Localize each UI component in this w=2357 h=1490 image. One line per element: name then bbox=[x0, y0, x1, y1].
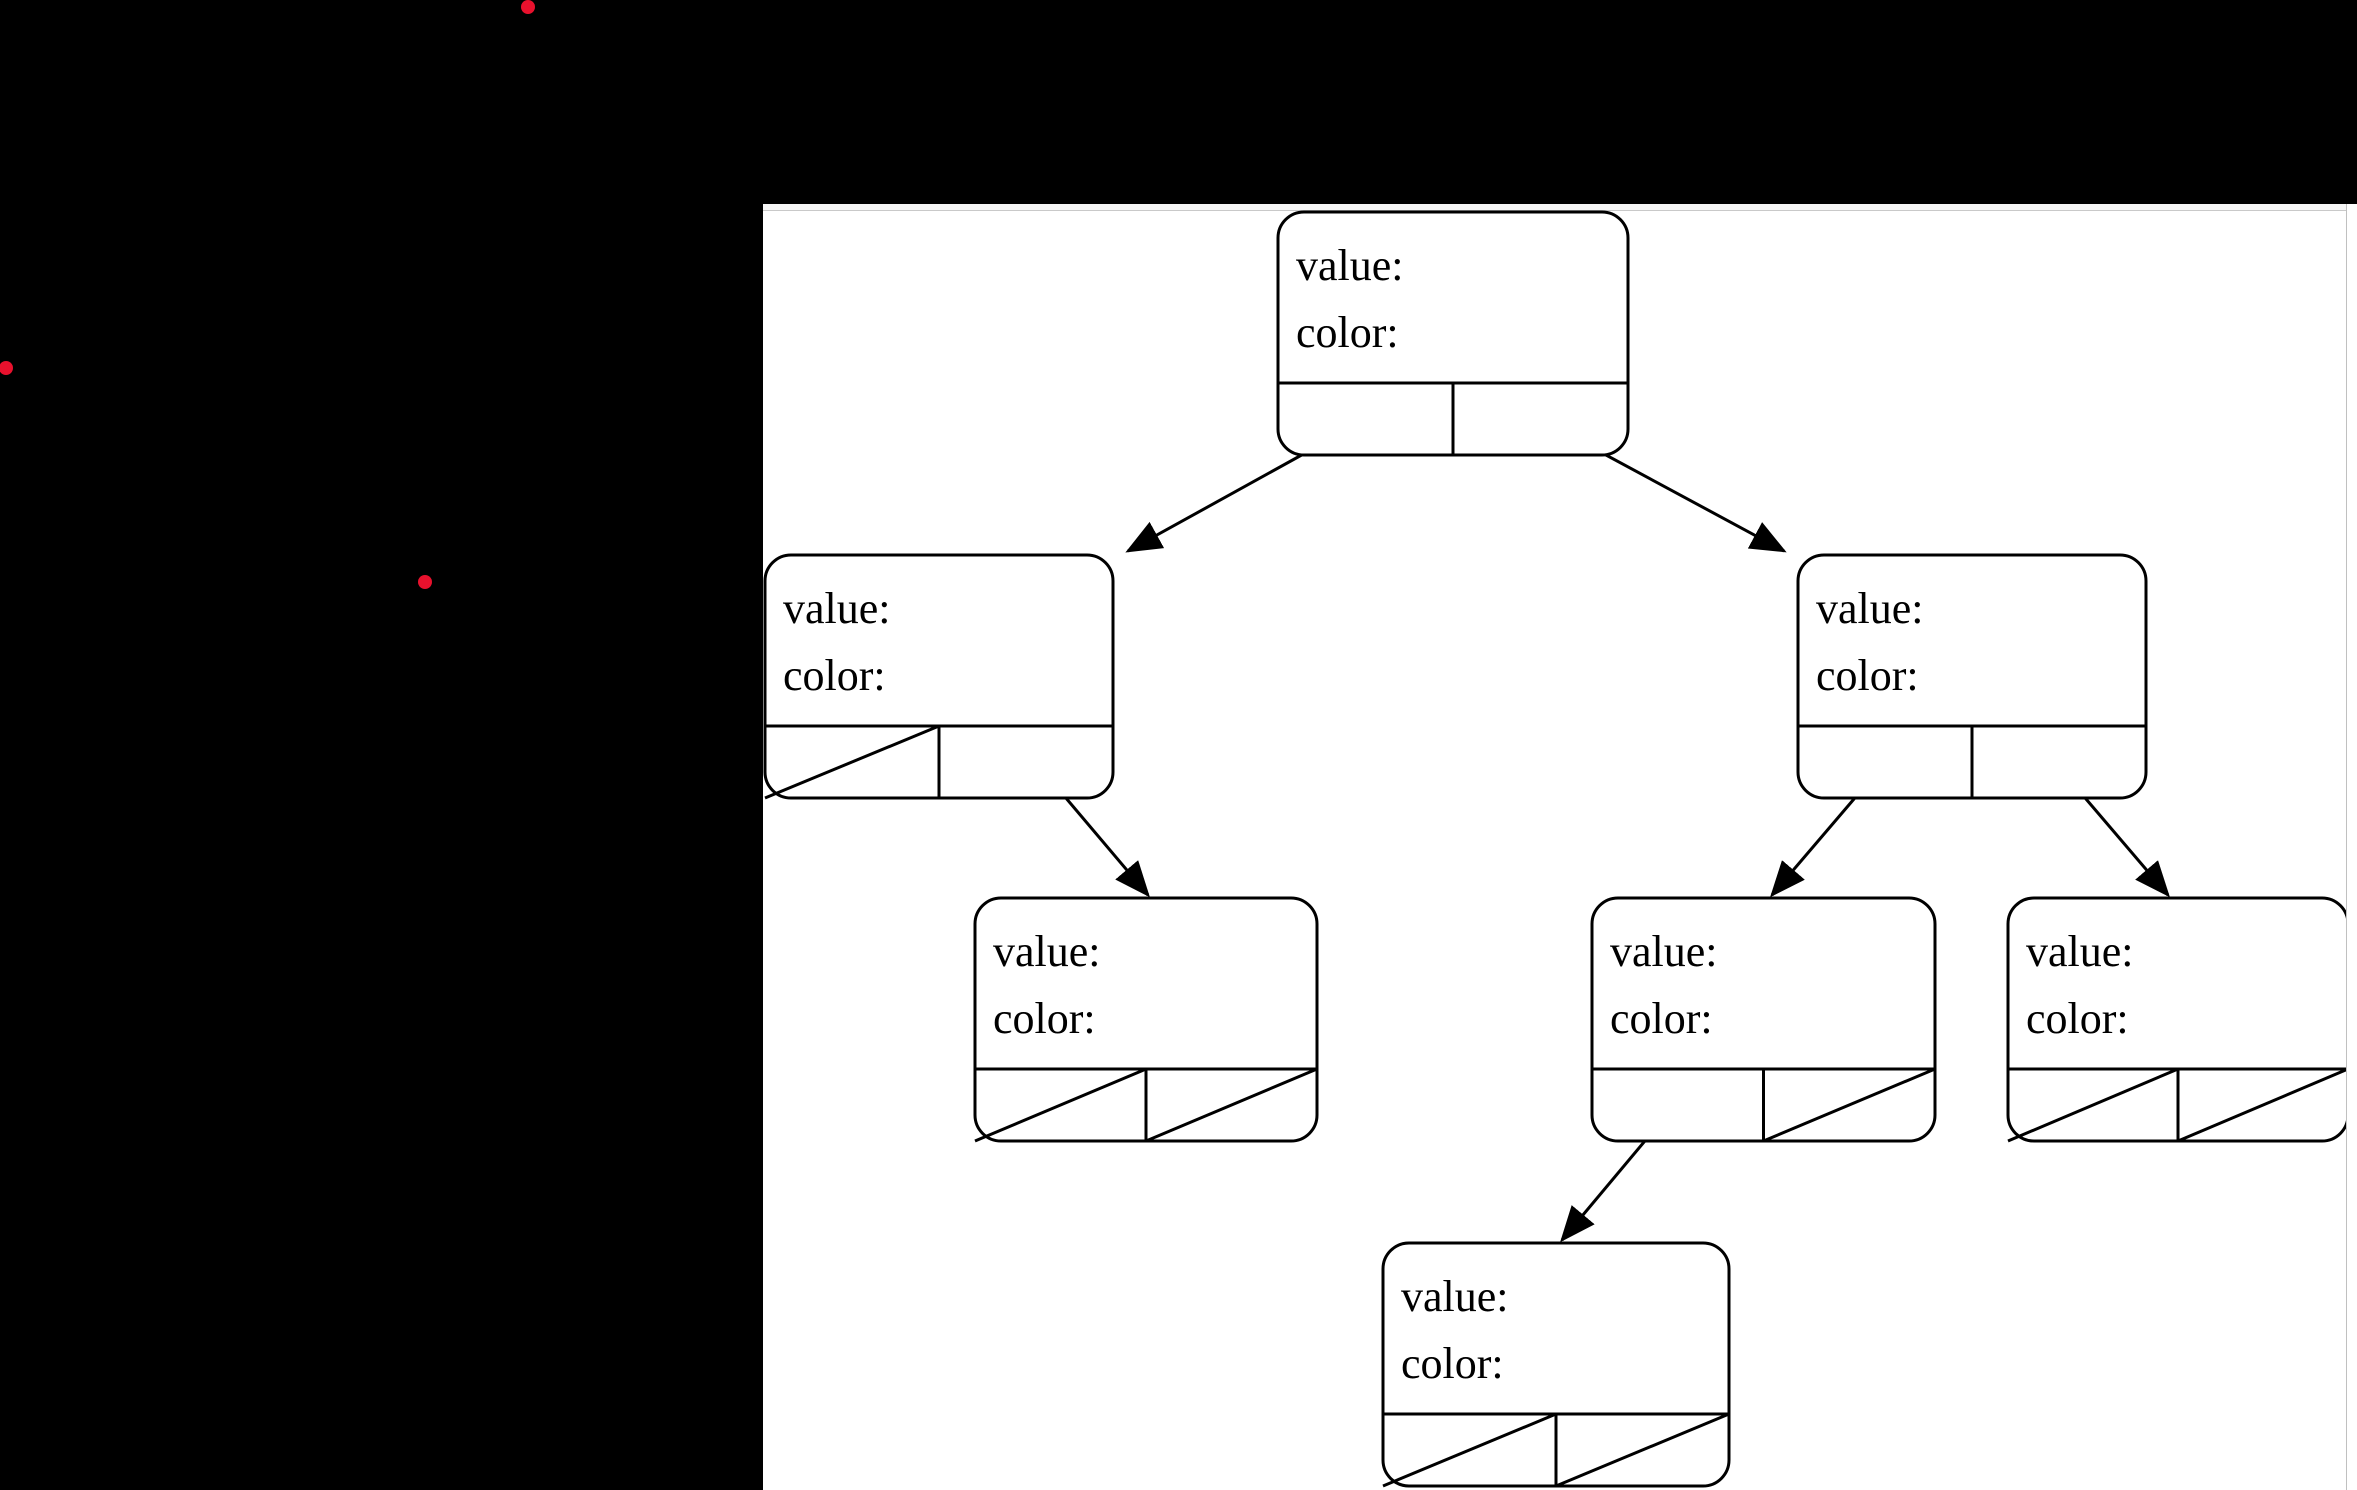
node-value-label: value: bbox=[1610, 927, 1718, 976]
nodes-layer: value:color:value:color:value:color:valu… bbox=[763, 210, 2350, 1488]
node-value-label: value: bbox=[1296, 241, 1404, 290]
right-null-slash bbox=[1555, 1412, 1730, 1488]
right-null-slash bbox=[1145, 1067, 1318, 1143]
right-null-slash bbox=[1762, 1067, 1936, 1143]
node-color-label: color: bbox=[1296, 308, 1399, 357]
node-color-label: color: bbox=[993, 994, 1096, 1043]
node-value-label: value: bbox=[1816, 584, 1924, 633]
node-color-label: color: bbox=[1816, 651, 1919, 700]
node-root[interactable]: value: color: bbox=[1276, 210, 1630, 457]
node-color-label: color: bbox=[1401, 1339, 1504, 1388]
node-value-label: value: bbox=[1401, 1272, 1509, 1321]
left-null-slash bbox=[764, 724, 940, 800]
node-left[interactable]: value: color: bbox=[763, 553, 1115, 800]
red-dot-middle bbox=[418, 575, 432, 589]
right-null-slash bbox=[2177, 1067, 2349, 1143]
node-value-label: value: bbox=[783, 584, 891, 633]
node-right[interactable]: value: color: bbox=[1796, 553, 2148, 800]
red-dot-top bbox=[521, 0, 535, 14]
node-color-label: color: bbox=[783, 651, 886, 700]
node-left-right[interactable]: value: color: bbox=[973, 896, 1319, 1143]
node-right-left[interactable]: value: color: bbox=[1590, 896, 1937, 1143]
left-null-slash bbox=[974, 1067, 1147, 1143]
node-value-label: value: bbox=[2026, 927, 2134, 976]
left-null-slash bbox=[1382, 1412, 1557, 1488]
node-color-label: color: bbox=[2026, 994, 2129, 1043]
left-null-slash bbox=[2007, 1067, 2179, 1143]
node-right-right[interactable]: value: color: bbox=[2006, 896, 2350, 1143]
vertical-scrollbar[interactable] bbox=[2346, 204, 2357, 1490]
binary-tree-diagram: value:color:value:color:value:color:valu… bbox=[763, 210, 2350, 1488]
document-canvas: value:color:value:color:value:color:valu… bbox=[763, 204, 2357, 1490]
node-right-left-left[interactable]: value: color: bbox=[1381, 1241, 1731, 1488]
red-dot-left bbox=[0, 361, 13, 375]
node-value-label: value: bbox=[993, 927, 1101, 976]
node-color-label: color: bbox=[1610, 994, 1713, 1043]
